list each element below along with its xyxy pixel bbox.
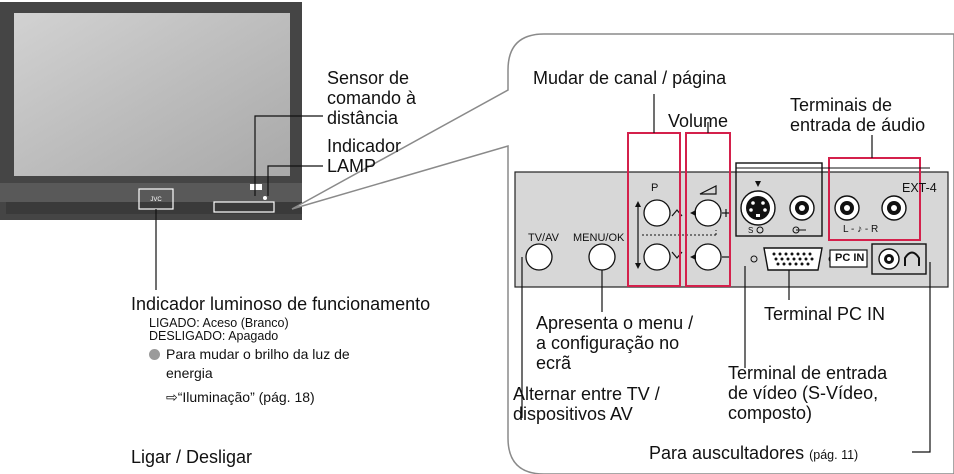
- audio-terminals-line-2: entrada de áudio: [790, 115, 926, 135]
- video-terminal-frame: [735, 162, 823, 237]
- tvav-button: [525, 243, 553, 271]
- tv-screen: [14, 13, 290, 176]
- panel-leader-lines: [521, 94, 931, 453]
- audio-terminals-label: Terminais de entrada de áudio: [790, 95, 925, 135]
- power-indicator-label: Indicador luminoso de funcionamento: [131, 294, 431, 314]
- on-state-text: LIGADO: Aceso (Branco): [149, 316, 289, 330]
- menu-label-line-3: ecrã: [536, 353, 572, 373]
- audio-terminals-line-1: Terminais de: [790, 95, 893, 115]
- video-terminal-line-2: de vídeo (S-Vídeo,: [728, 383, 879, 403]
- brightness-ref: ⇨“Iluminação” (pág. 18): [166, 389, 315, 405]
- sensor-label-line-1: Sensor de: [327, 68, 410, 88]
- brightness-note-line-1: Para mudar o brilho da luz de: [166, 346, 350, 362]
- pc-in-label: Terminal PC IN: [764, 304, 886, 324]
- lamp-led: [263, 196, 267, 200]
- p-button-label: P: [651, 182, 659, 194]
- tv-leader-lines: [155, 115, 323, 290]
- volume-label: Volume: [668, 111, 729, 131]
- lamp-box: [213, 201, 275, 213]
- pcin-label-box: [829, 249, 868, 268]
- lamp-label-line-2: LAMP: [327, 156, 377, 176]
- tvav-label-line-1: Alternar entre TV /: [513, 384, 660, 404]
- headphones-label: Para auscultadores (pág. 11): [649, 443, 858, 465]
- remote-sensor-window: [250, 184, 262, 190]
- lamp-label: Indicador LAMP: [327, 136, 401, 176]
- pcin-box-label: PC IN: [835, 252, 865, 264]
- sensor-label-line-2: comando à: [327, 88, 417, 108]
- power-onoff-label: Ligar / Desligar: [131, 447, 253, 467]
- audio-box: [828, 157, 921, 241]
- volume-down-button: [694, 243, 722, 271]
- headphones-ref: (pág. 11): [809, 448, 859, 462]
- headphone-icon: [904, 251, 920, 266]
- tvav-label: Alternar entre TV / dispositivos AV: [513, 384, 660, 424]
- audio-lr-label: L - ♪ - R: [843, 224, 879, 235]
- brightness-note-line-2: energia: [166, 365, 213, 381]
- tv-set: JVC: [0, 2, 302, 220]
- tv-stand-strip: [6, 202, 302, 214]
- video-terminal-label: Terminal de entrada de vídeo (S-Vídeo, c…: [728, 363, 887, 423]
- video-terminal-line-1: Terminal de entrada: [728, 363, 888, 383]
- channel-label: Mudar de canal / página: [533, 68, 727, 88]
- tv-lower-bezel: [0, 183, 302, 202]
- menu-label-line-1: Apresenta o menu /: [536, 313, 694, 333]
- headphone-frame: [871, 243, 927, 275]
- menu-label: Apresenta o menu / a configuração no ecr…: [536, 313, 693, 373]
- jvc-logo: JVC: [150, 197, 162, 203]
- menu-button: [588, 243, 616, 271]
- tvav-button-label: TV/AV: [528, 232, 559, 244]
- channel-down-button: [643, 243, 671, 271]
- bullet-icon: [149, 349, 160, 360]
- volume-up-button: [694, 199, 722, 227]
- menu-button-label: MENU/OK: [573, 232, 625, 244]
- ext4-label: EXT-4: [902, 181, 937, 195]
- menu-label-line-2: a configuração no: [536, 333, 680, 353]
- svg-text:S: S: [748, 226, 753, 235]
- off-state-text: DESLIGADO: Apagado: [149, 329, 279, 343]
- video-terminal-line-3: composto): [728, 403, 813, 423]
- lamp-label-line-1: Indicador: [327, 136, 402, 156]
- headphones-text: Para auscultadores: [649, 443, 805, 463]
- side-panel: S: [514, 132, 949, 288]
- panel-body: [514, 171, 949, 288]
- channel-up-button: [643, 199, 671, 227]
- sensor-label-line-3: distância: [327, 108, 399, 128]
- sensor-label: Sensor de comando à distância: [327, 68, 416, 128]
- tvav-label-line-2: dispositivos AV: [513, 404, 633, 424]
